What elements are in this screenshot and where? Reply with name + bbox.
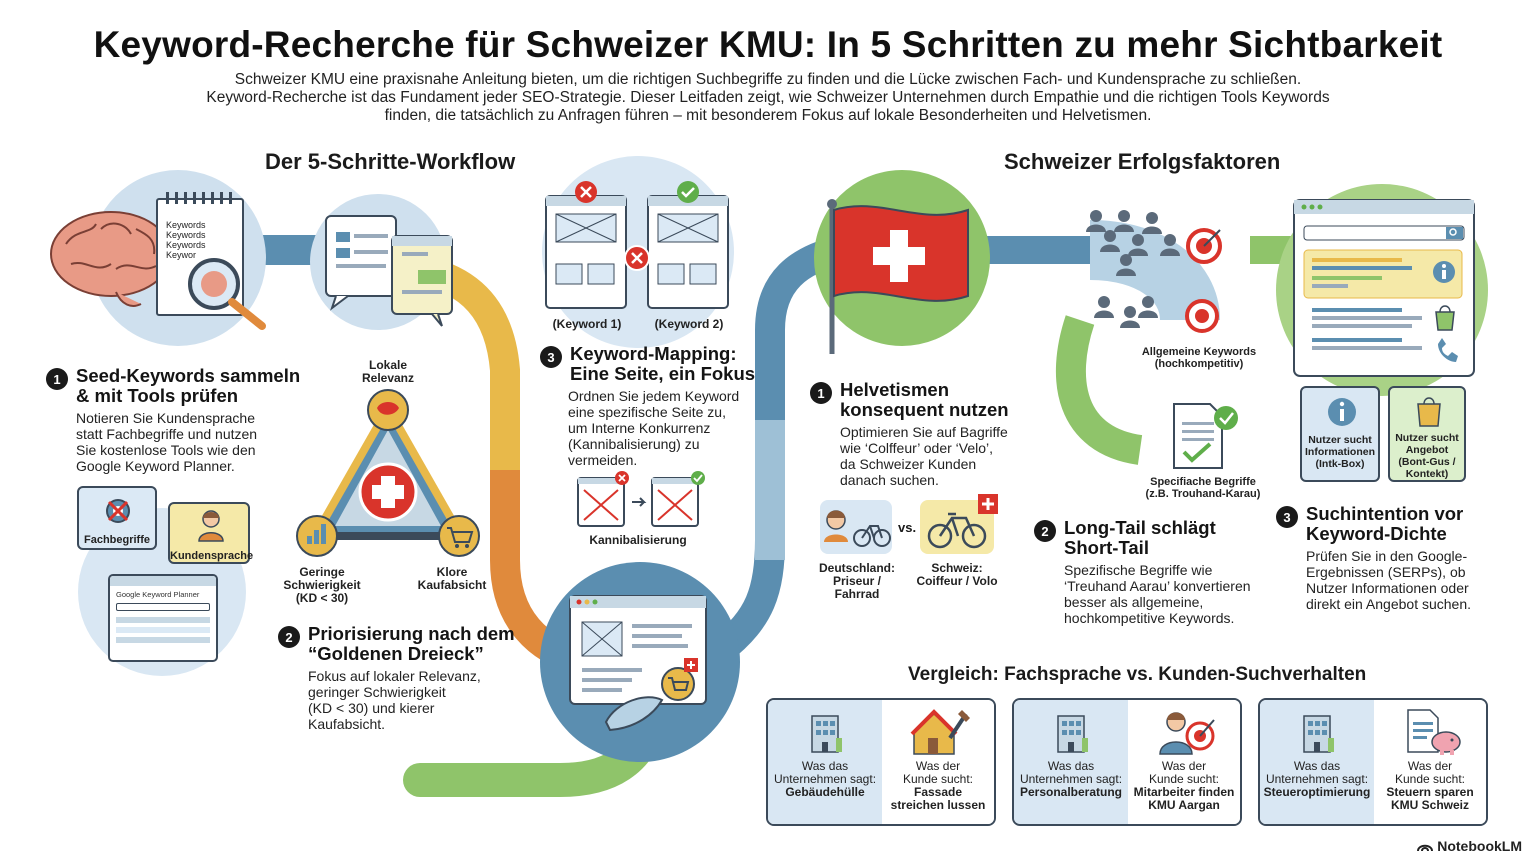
notepad-lines: Keywords Keywords Keywords Keywor bbox=[166, 220, 206, 260]
switzerland-label: Schweiz: Coiffeur / Volo bbox=[916, 561, 998, 588]
step1-title: Seed-Keywords sammeln & mit Tools prüfen bbox=[76, 365, 301, 406]
step3-body: Ordnen Sie jedem Keyword eine spezifisch… bbox=[568, 388, 740, 468]
serp-window-graphic bbox=[1293, 199, 1475, 377]
step2-number: 2 bbox=[278, 626, 300, 648]
general-keywords-label: Allgemeine Keywords (hochkompetitiv) bbox=[1141, 346, 1257, 370]
step1-number: 1 bbox=[46, 368, 68, 390]
step2-title: Priorisierung nach dem “Goldenen Dreieck… bbox=[308, 623, 515, 664]
swiss-bike-icon bbox=[920, 494, 998, 554]
triangle-top-label: Lokale Relevanz bbox=[361, 358, 415, 385]
document-check-icon bbox=[1173, 403, 1238, 469]
intro-text: Schweizer KMU eine praxisnahe Anleitung … bbox=[140, 71, 1396, 125]
notepad-spiral bbox=[166, 192, 236, 204]
workflow-section-title: Der 5-Schritte-Workflow bbox=[265, 149, 516, 174]
keyword1-label: (Keyword 1) bbox=[552, 317, 622, 331]
info-icon bbox=[1328, 398, 1356, 426]
office-building-icon bbox=[1303, 715, 1334, 753]
gear-icon bbox=[106, 499, 130, 523]
swiss-section-title: Schweizer Erfolgsfaktoren bbox=[1004, 149, 1281, 174]
cannibalization-icon bbox=[577, 471, 705, 527]
intent-offer-card: Nutzer sucht Angebot (Bont-Gus / Kontekt… bbox=[1388, 386, 1466, 482]
notebooklm-brand-text: NotebookLM bbox=[1437, 838, 1522, 854]
chat-browser-icon bbox=[325, 215, 453, 327]
step3-title: Keyword-Mapping: Eine Seite, ein Fokus bbox=[570, 343, 756, 384]
vs-label: vs. bbox=[898, 520, 917, 535]
person-target-icon bbox=[1159, 712, 1215, 755]
step2-body: Fokus auf lokaler Relevanz, geringer Sch… bbox=[308, 668, 481, 732]
intent-info-card: Nutzer sucht Informationen (Intk-Box) bbox=[1300, 386, 1380, 482]
person-icon bbox=[198, 510, 224, 542]
step1-block: 1 Seed-Keywords sammeln & mit Tools prüf… bbox=[46, 366, 306, 474]
comparison-title: Vergleich: Fachsprache vs. Kunden-Suchve… bbox=[908, 664, 1367, 685]
shop-window-graphic bbox=[569, 595, 707, 732]
house-paint-icon bbox=[910, 709, 970, 755]
magnifier-icon bbox=[188, 258, 266, 330]
step1-body: Notieren Sie Kundensprache statt Fachbeg… bbox=[76, 410, 258, 474]
swiss-step1-number: 1 bbox=[810, 382, 832, 404]
page-title: Keyword-Recherche für Schweizer KMU: In … bbox=[93, 24, 1443, 65]
office-building-icon bbox=[1057, 715, 1088, 753]
audience-target-icon bbox=[1086, 210, 1222, 333]
triangle-left-label: Geringe Schwierigkeit (KD < 30) bbox=[283, 565, 361, 605]
brain-icon bbox=[50, 211, 172, 307]
shopping-bag-icon bbox=[1417, 397, 1441, 427]
swiss-step2-block: 2 Long-Tail schlägt Short-Tail Spezifisc… bbox=[1034, 518, 1264, 626]
germany-label: Deutschland: Priseur / Fahrrad bbox=[818, 561, 895, 601]
notebooklm-logo-icon bbox=[1417, 844, 1434, 852]
swiss-step2-body: Spezifische Begriffe wie ‘Treuhand Aarau… bbox=[1064, 562, 1251, 626]
golden-triangle-graphic bbox=[296, 389, 480, 557]
germany-bike-icon bbox=[820, 500, 892, 554]
swiss-step3-number: 3 bbox=[1276, 506, 1298, 528]
intro-line-1: Schweizer KMU eine praxisnahe Anleitung … bbox=[234, 71, 1302, 88]
swiss-step1-body: Optimieren Sie auf Bagriffe wie ‘Colffeu… bbox=[840, 424, 1008, 488]
swiss-step3-block: 3 Suchintention vor Keyword-Dichte Prüfe… bbox=[1276, 504, 1516, 612]
swiss-step1-block: 1 Helvetismen konsequent nutzen Optimier… bbox=[810, 380, 1030, 488]
swiss-step2-number: 2 bbox=[1034, 520, 1056, 542]
planner-label: Google Keyword Planner bbox=[116, 590, 200, 599]
cannibalization-label: Kannibalisierung bbox=[589, 533, 687, 547]
step3-block: 3 Keyword-Mapping: Eine Seite, ein Fokus… bbox=[540, 344, 760, 468]
keyword2-label: (Keyword 2) bbox=[654, 317, 724, 331]
keyword-mapping-graphic bbox=[545, 181, 729, 309]
swiss-step1-title: Helvetismen konsequent nutzen bbox=[840, 379, 1009, 420]
bubble-kundensprache: Kundensprache bbox=[168, 502, 253, 564]
intro-line-3: finden, die tatsächlich zu Anfragen führ… bbox=[384, 107, 1152, 124]
specific-keywords-label: Specifiache Begriffe (z.B. Trouhand-Kara… bbox=[1145, 476, 1261, 500]
step2-block: 2 Priorisierung nach dem “Goldenen Dreie… bbox=[278, 624, 518, 732]
swiss-step3-body: Prüfen Sie in den Google- Ergebnissen (S… bbox=[1306, 548, 1472, 612]
swiss-flag-icon bbox=[827, 199, 969, 354]
bubble-fachbegriffe: Fachbegriffe bbox=[77, 486, 157, 550]
step3-number: 3 bbox=[540, 346, 562, 368]
notebooklm-logo: NotebookLM bbox=[1417, 838, 1522, 854]
intro-line-2: Keyword-Recherche ist das Fundament jede… bbox=[206, 89, 1330, 106]
office-building-icon bbox=[811, 715, 842, 753]
swiss-step2-title: Long-Tail schlägt Short-Tail bbox=[1064, 517, 1216, 558]
document-piggybank-icon bbox=[1407, 709, 1461, 755]
keyword-planner-window: Google Keyword Planner bbox=[108, 574, 218, 662]
triangle-right-label: Klore Kaufabsicht bbox=[417, 565, 487, 592]
swiss-step3-title: Suchintention vor Keyword-Dichte bbox=[1306, 503, 1464, 544]
